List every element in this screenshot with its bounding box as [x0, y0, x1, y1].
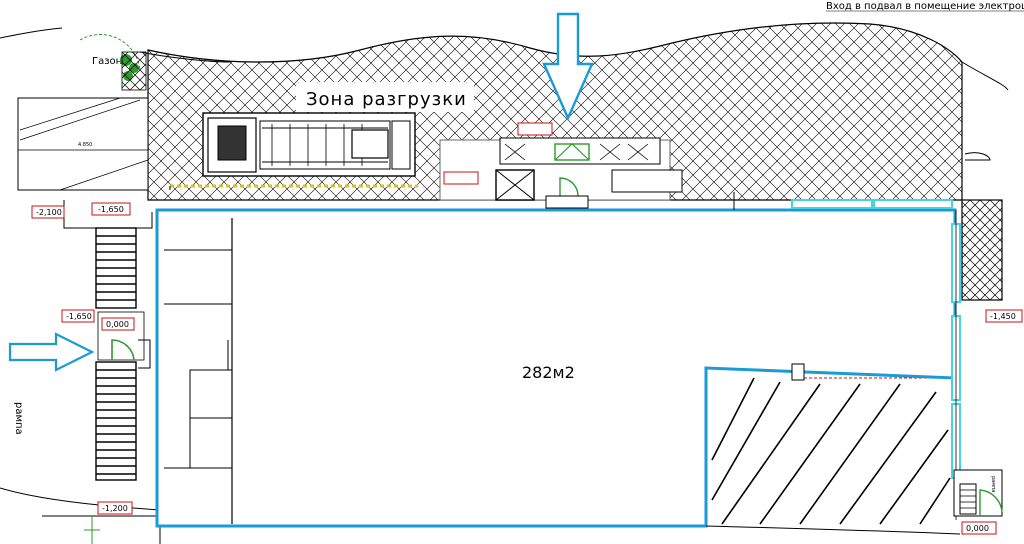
lawn-label: Газон	[92, 56, 122, 67]
svg-text:-1,650: -1,650	[98, 205, 124, 214]
entrance-arrow-down-icon	[542, 12, 594, 121]
svg-text:0,000: 0,000	[106, 320, 129, 329]
unloading-zone-label: Зона разгрузки	[306, 89, 467, 110]
level-tag: 0,000	[961, 521, 997, 535]
ramp-label-right: рампа	[990, 476, 996, 492]
level-tag: -2,100	[31, 205, 65, 219]
svg-text:0,000: 0,000	[966, 524, 989, 533]
loading-dock	[439, 137, 683, 209]
truck-icon	[202, 112, 416, 177]
level-tag: -1,650	[91, 202, 131, 216]
right-hatch	[961, 199, 1003, 301]
svg-text:-1,200: -1,200	[102, 504, 128, 513]
level-tag: 0,000	[101, 317, 135, 331]
excluded-area-hatch	[711, 377, 951, 525]
ramp-label-left: рампа	[13, 402, 24, 435]
level-tag: -1,650	[61, 309, 95, 323]
stair-dimension: 4.850	[78, 142, 92, 148]
entrance-arrow-right-icon	[8, 332, 95, 372]
level-tag: -1,450	[985, 309, 1023, 323]
stair-block: 4.850	[17, 97, 149, 191]
top-note: Вход в подвал в помещение электрощ	[826, 1, 1024, 12]
right-entrance	[953, 469, 1003, 517]
area-label: 282м2	[522, 363, 575, 382]
svg-text:-2,100: -2,100	[36, 208, 62, 217]
left-ramp-stair	[95, 227, 151, 481]
level-tag: -1,200	[97, 501, 133, 515]
svg-text:-1,450: -1,450	[990, 312, 1016, 321]
svg-text:-1,650: -1,650	[66, 312, 92, 321]
lawn-area: Газон	[79, 34, 147, 91]
main-premises-outline	[155, 208, 957, 528]
